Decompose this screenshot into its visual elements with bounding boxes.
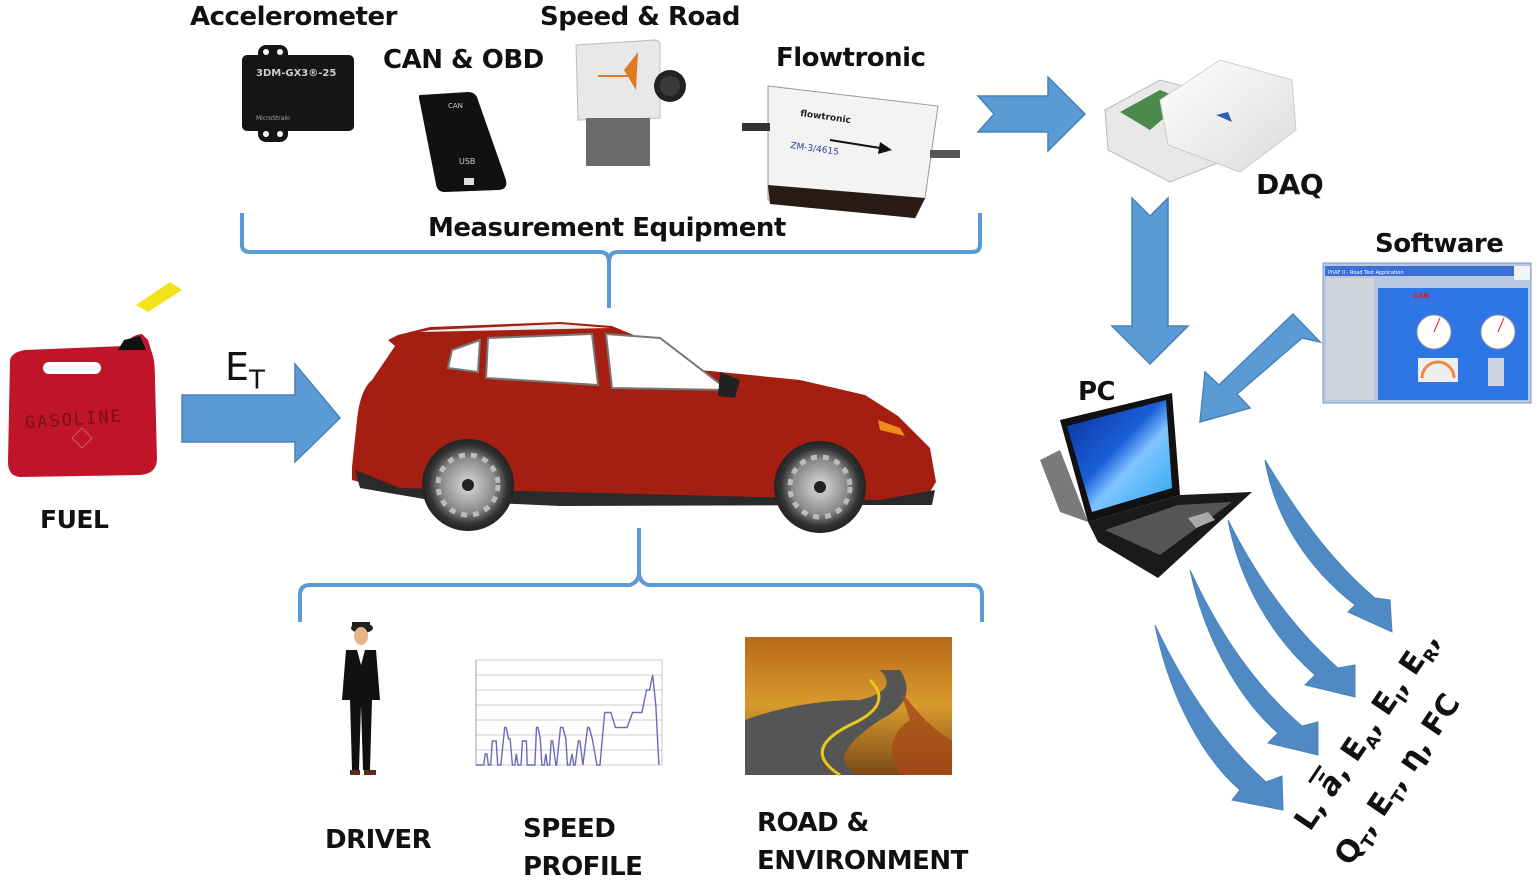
fuel-can-icon [8,282,182,477]
svg-text:USB: USB [459,157,475,166]
flowtronic-device-icon: flowtronic ZM-3/4615 [742,85,960,219]
speed-road-label: Speed & Road [540,2,741,32]
energy-subscript: T [249,365,265,396]
daq-to-pc-arrow [1110,196,1190,366]
daq-label: DAQ [1256,168,1324,201]
measurement-bracket [240,213,982,308]
inputs-bracket [298,528,984,622]
software-label: Software [1375,229,1504,259]
accelerometer-device-icon: 3DM-GX3®-25 MicroStrain [242,45,354,142]
flowtronic-label: Flowtronic [776,43,926,73]
road-environment-label-line1: ROAD & [757,808,869,838]
road-environment-photo [745,637,952,777]
measurement-equipment-label: Measurement Equipment [428,213,786,243]
output-arrow-1 [1264,459,1393,633]
pc-label: PC [1078,377,1116,407]
can-obd-device-icon: CAN USB [419,92,507,192]
energy-arrow [181,361,342,464]
output-arrows [1154,459,1393,811]
svg-text:PhAF II - Road Test Applicatio: PhAF II - Road Test Application [1328,270,1404,276]
daq-device-icon [1104,59,1297,183]
software-to-pc-arrow [1199,312,1323,424]
speed-profile-label-line2: PROFILE [523,852,643,882]
svg-text:MicroStrain: MicroStrain [256,115,290,122]
fuel-label: FUEL [40,505,109,534]
driver-label: DRIVER [325,825,432,855]
svg-text:CAN: CAN [448,102,463,110]
software-screenshot-icon: PhAF II - Road Test Application CAN [1322,262,1532,404]
driver-icon [342,622,380,775]
svg-text:CAN: CAN [1413,292,1430,300]
accelerometer-label: Accelerometer [190,2,397,32]
energy-symbol: E [225,345,250,389]
equipment-to-daq-arrow [976,75,1087,153]
output-arrow-4 [1154,624,1284,811]
road-environment-label-line2: ENVIRONMENT [757,846,968,876]
speed-road-sensor-icon [575,39,686,166]
speed-profile-chart [462,650,668,785]
energy-total-label: ET [225,345,265,396]
output-arrow-3 [1189,569,1319,756]
laptop-icon [1040,393,1252,578]
can-obd-label: CAN & OBD [383,45,544,75]
svg-text:3DM-GX3®-25: 3DM-GX3®-25 [256,68,336,79]
output-arrow-2 [1227,519,1356,698]
speed-profile-label-line1: SPEED [523,814,616,844]
car-icon [352,322,936,533]
